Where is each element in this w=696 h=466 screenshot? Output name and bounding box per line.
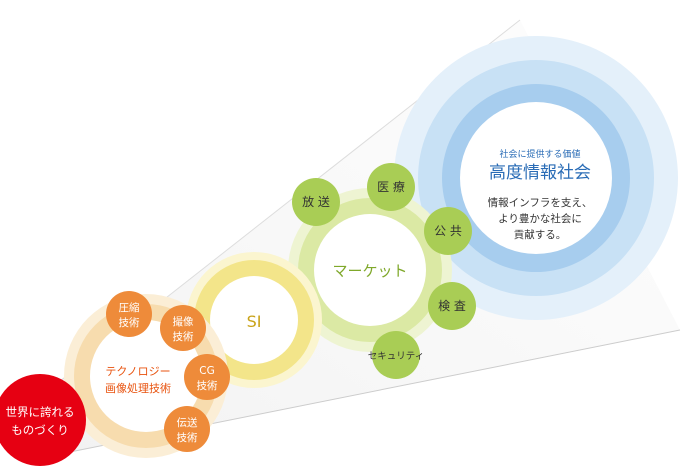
tech-bubble-cg: CG 技術 <box>184 354 230 400</box>
market-bubble-public: 公 共 <box>424 207 472 255</box>
society-desc-3: 貢献する。 <box>514 228 567 241</box>
si-label: SI <box>247 312 262 331</box>
society-desc-1: 情報インフラを支え、 <box>488 196 593 209</box>
svg-text:医 療: 医 療 <box>377 180 405 194</box>
society-subtitle: 社会に提供する価値 <box>499 148 580 160</box>
svg-text:技術: 技術 <box>177 431 198 444</box>
svg-text:公 共: 公 共 <box>434 224 462 238</box>
market-ring <box>288 188 452 352</box>
svg-text:CG: CG <box>199 365 214 377</box>
svg-text:伝送: 伝送 <box>177 416 198 429</box>
svg-text:技術: 技術 <box>119 316 140 329</box>
svg-text:検 査: 検 査 <box>438 299 466 313</box>
technology-label-1: テクノロジー <box>105 365 170 378</box>
svg-text:技術: 技術 <box>173 330 194 343</box>
svg-text:圧縮: 圧縮 <box>119 301 140 314</box>
tech-bubble-compression: 圧縮 技術 <box>106 291 152 337</box>
origin-label-2: ものづくり <box>11 423 69 437</box>
svg-text:放 送: 放 送 <box>302 194 330 209</box>
market-bubble-broadcast: 放 送 <box>292 178 340 226</box>
market-bubble-inspection: 検 査 <box>428 282 476 330</box>
svg-text:撮像: 撮像 <box>173 315 194 328</box>
society-title: 高度情報社会 <box>489 163 591 183</box>
market-label: マーケット <box>332 262 407 280</box>
origin-label-1: 世界に誇れる <box>6 405 75 419</box>
market-bubble-security: セキュリティ <box>368 331 424 379</box>
technology-label-2: 画像処理技術 <box>105 382 171 395</box>
svg-text:技術: 技術 <box>197 379 218 392</box>
tech-bubble-imaging: 撮像 技術 <box>160 305 206 351</box>
market-bubble-medical: 医 療 <box>367 163 415 211</box>
origin-circle <box>0 374 86 466</box>
tech-bubble-transmission: 伝送 技術 <box>164 406 210 452</box>
svg-text:セキュリティ: セキュリティ <box>368 351 424 362</box>
society-rings <box>394 36 678 320</box>
society-desc-2: より豊かな社会に <box>498 212 582 225</box>
